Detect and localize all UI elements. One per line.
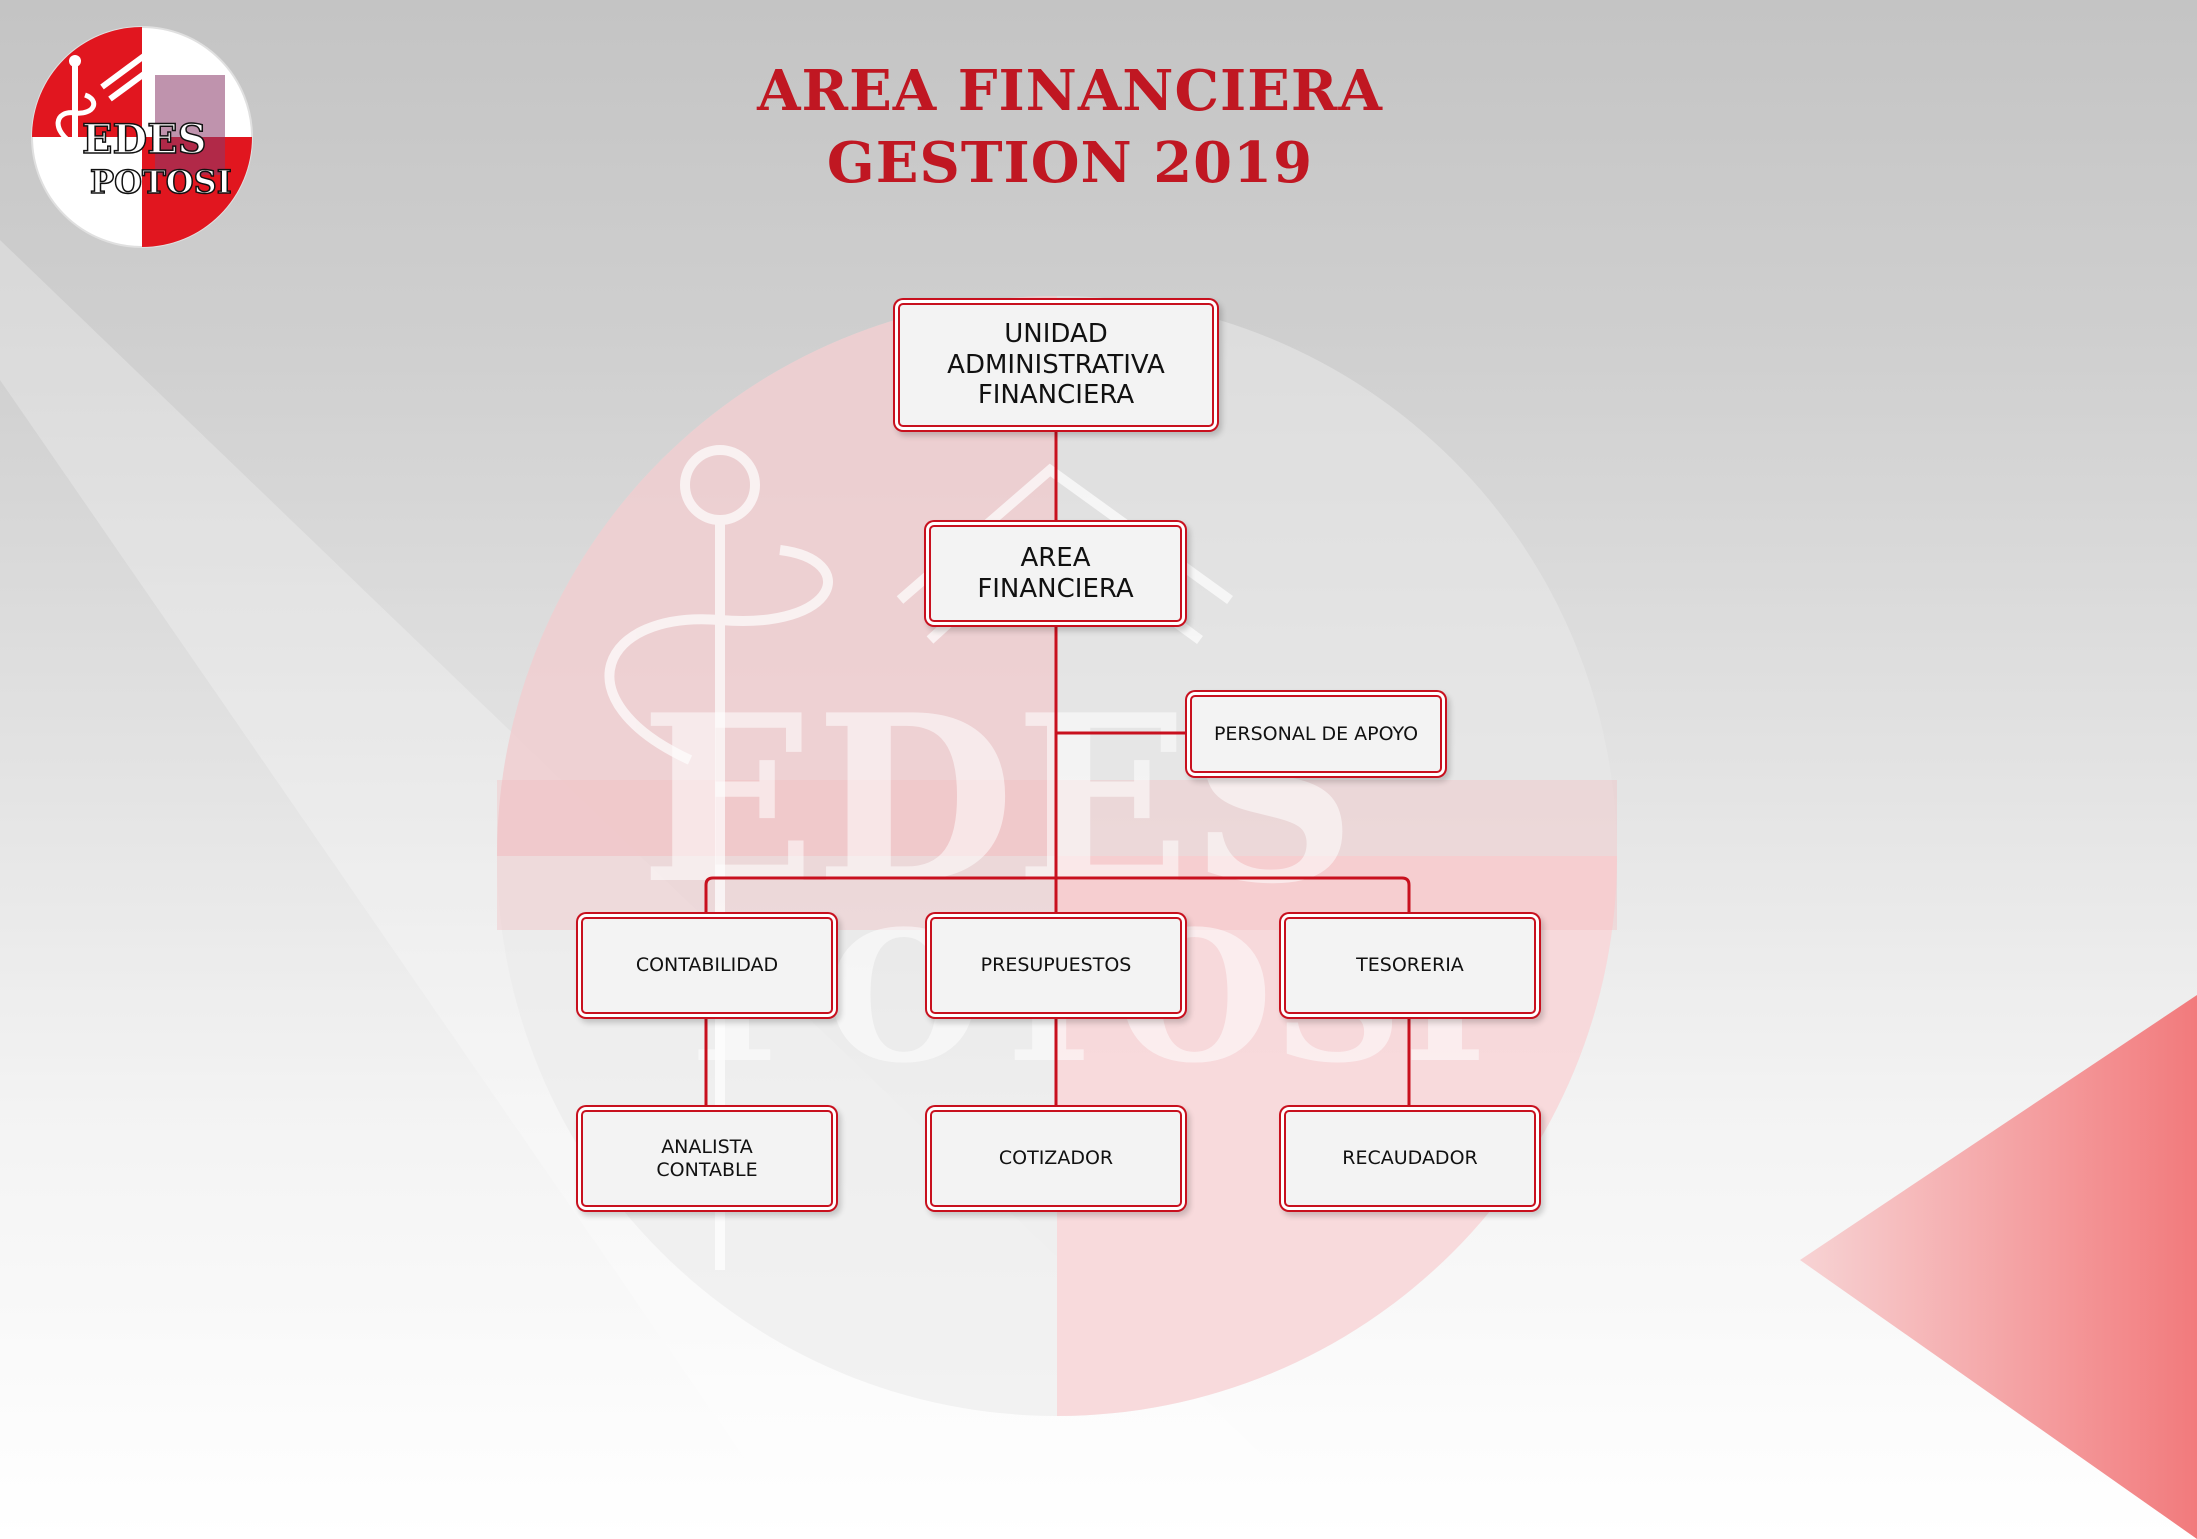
logo-text-bottom: POTOSI [90, 163, 232, 201]
sedes-potosi-logo: EDES POTOSI [31, 26, 253, 248]
node-area-financiera: AREA FINANCIERA [929, 525, 1182, 622]
node-recaudador: RECAUDADOR [1284, 1110, 1536, 1207]
node-analista-contable: ANALISTA CONTABLE [581, 1110, 833, 1207]
node-contabilidad: CONTABILIDAD [581, 917, 833, 1014]
node-cotizador: COTIZADOR [930, 1110, 1182, 1207]
node-presupuestos: PRESUPUESTOS [930, 917, 1182, 1014]
node-personal-de-apoyo: PERSONAL DE APOYO [1190, 695, 1442, 773]
node-unidad-administrativa-financiera: UNIDAD ADMINISTRATIVA FINANCIERA [898, 303, 1214, 427]
page-title-line2: GESTION 2019 [826, 130, 1314, 196]
logo-text-top: EDES [82, 116, 207, 163]
node-tesoreria: TESORERIA [1284, 917, 1536, 1014]
page-title-line1: AREA FINANCIERA [757, 58, 1383, 124]
